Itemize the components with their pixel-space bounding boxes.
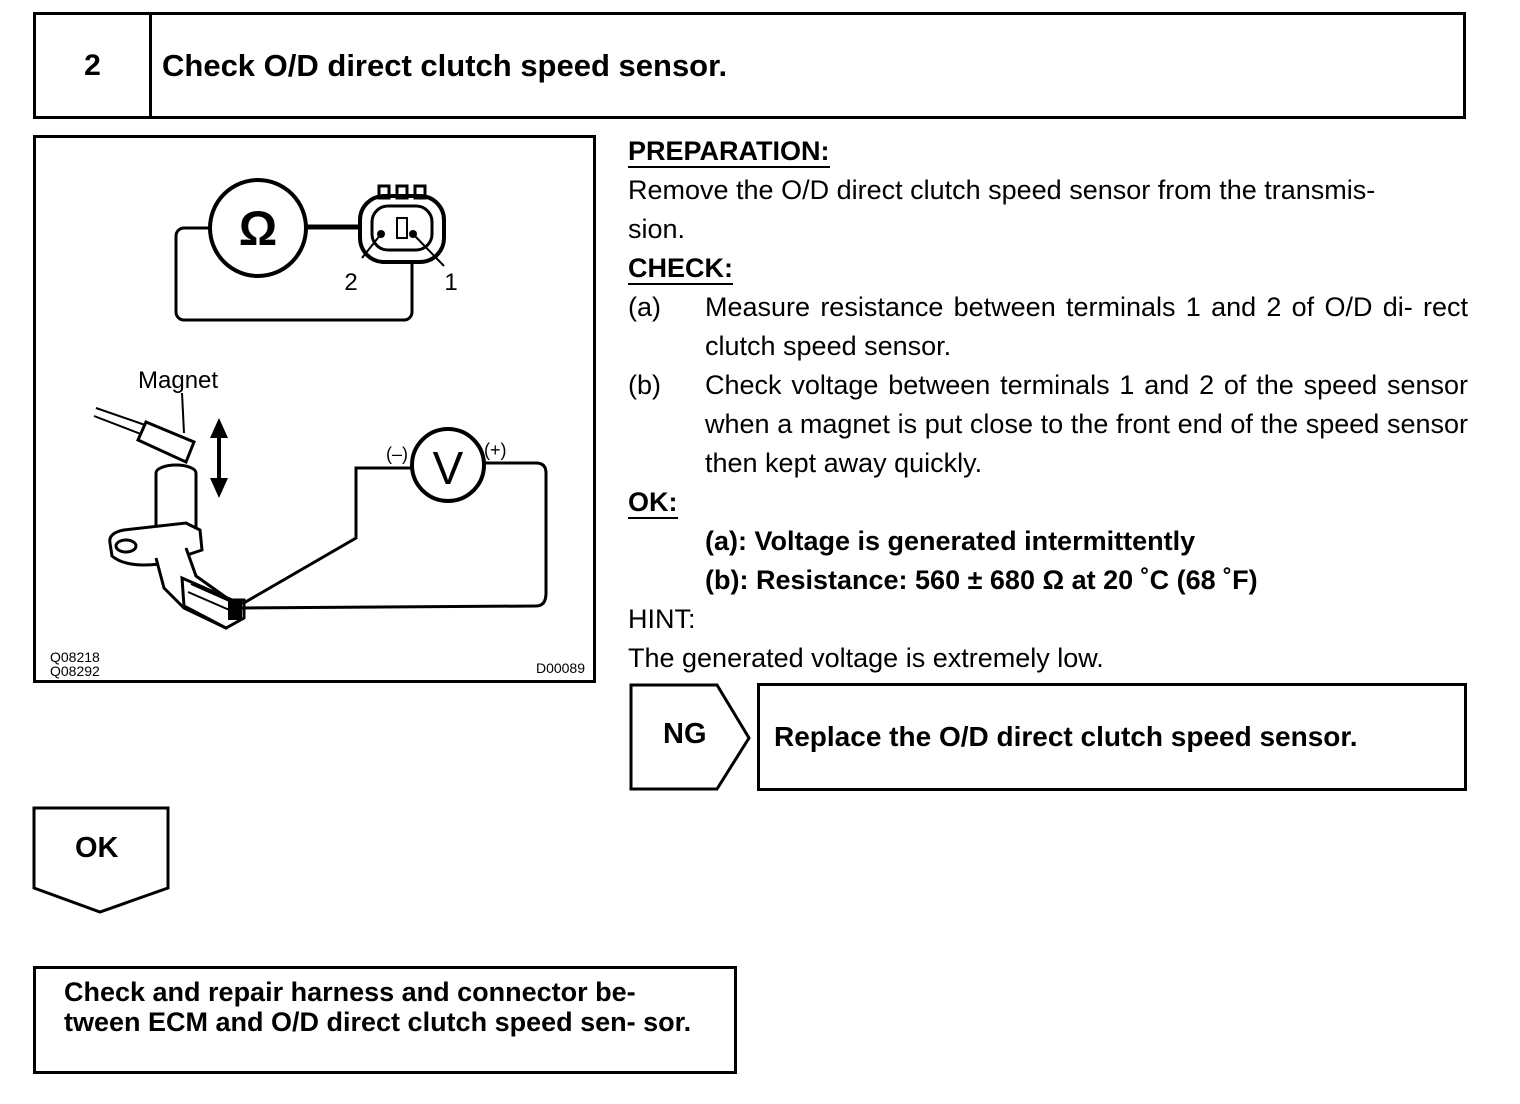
terminal-2-leader [361,233,382,259]
ohm-symbol: Ω [239,203,277,256]
preparation-heading: PREPARATION: [628,136,830,168]
ok-label: OK [75,832,119,864]
sensor-rib-2 [187,591,235,613]
terminal-1-label: 1 [444,269,457,296]
magnet-body [136,420,196,465]
procedure-text: PREPARATION: Remove the O/D direct clutc… [628,132,1468,678]
check-item-label: (a) [628,292,661,322]
ohmmeter-circle [208,178,308,278]
step-title: Check O/D direct clutch speed sensor. [162,47,728,83]
volt-lead-plus [241,461,548,610]
ok-spec-b: (b): Resistance: 560 ± 680 Ω at 20 ˚C (6… [705,565,1258,595]
magnet-leader [181,392,185,434]
ng-label: NG [663,718,707,750]
connector-pin [396,217,408,239]
magnet-label: Magnet [138,367,218,394]
hint-text: The generated voltage is extremely low. [628,643,1104,673]
magnet-wire-1 [95,407,149,427]
ok-action-box: Check and repair harness and connector b… [33,966,737,1074]
motion-arrow-up [210,418,228,438]
ok-arrow-shape [32,806,170,914]
terminal-1-leader [412,233,445,267]
check-heading: CHECK: [628,253,733,285]
sensor-diagram: Ω 2 1 Magnet [93,178,548,630]
connector-tab-left [377,184,391,200]
check-item-a: (a) Measure resistance between terminals… [628,288,1468,366]
terminal-2-label: 2 [344,269,357,296]
preparation-line-2: sion. [628,214,686,244]
ok-heading: OK: [628,487,678,519]
wiring-figure: Ω 2 1 Magnet [33,135,596,683]
ng-arrow-shape [629,683,751,791]
magnet-wire-2 [93,415,147,437]
minus-label: (–) [386,444,408,464]
check-item-label: (b) [628,370,661,400]
preparation-line-1: Remove the O/D direct clutch speed senso… [628,175,1376,205]
ng-action-box: Replace the O/D direct clutch speed sens… [757,683,1467,791]
motion-arrow-down [210,478,228,498]
hint-heading: HINT: [628,604,696,634]
ok-spec-a: (a): Voltage is generated intermittently [705,526,1196,556]
figure-id-1: Q08218 [50,649,100,665]
step-number: 2 [36,15,152,116]
connector-tab-right [413,184,427,200]
check-item-b: (b) Check voltage between terminals 1 an… [628,366,1468,483]
sensor-terminal-block [228,600,242,620]
plus-label: (+) [484,440,507,460]
check-item-text: Check voltage between terminals 1 and 2 … [705,370,1468,478]
connector-inner [370,204,434,252]
figure-id-right: D00089 [535,660,585,676]
voltmeter-circle [410,427,486,503]
figure-id-2: Q08292 [50,663,100,679]
volt-symbol: V [433,442,464,494]
sensor-bolt-hole [114,538,138,554]
check-item-text: Measure resistance between terminals 1 a… [705,292,1468,361]
figure-id-left: Q08218 Q08292 [50,650,100,678]
connector-tab-mid [395,184,409,200]
volt-lead-minus [241,466,416,606]
step-header: 2 Check O/D direct clutch speed sensor. [33,12,1466,119]
